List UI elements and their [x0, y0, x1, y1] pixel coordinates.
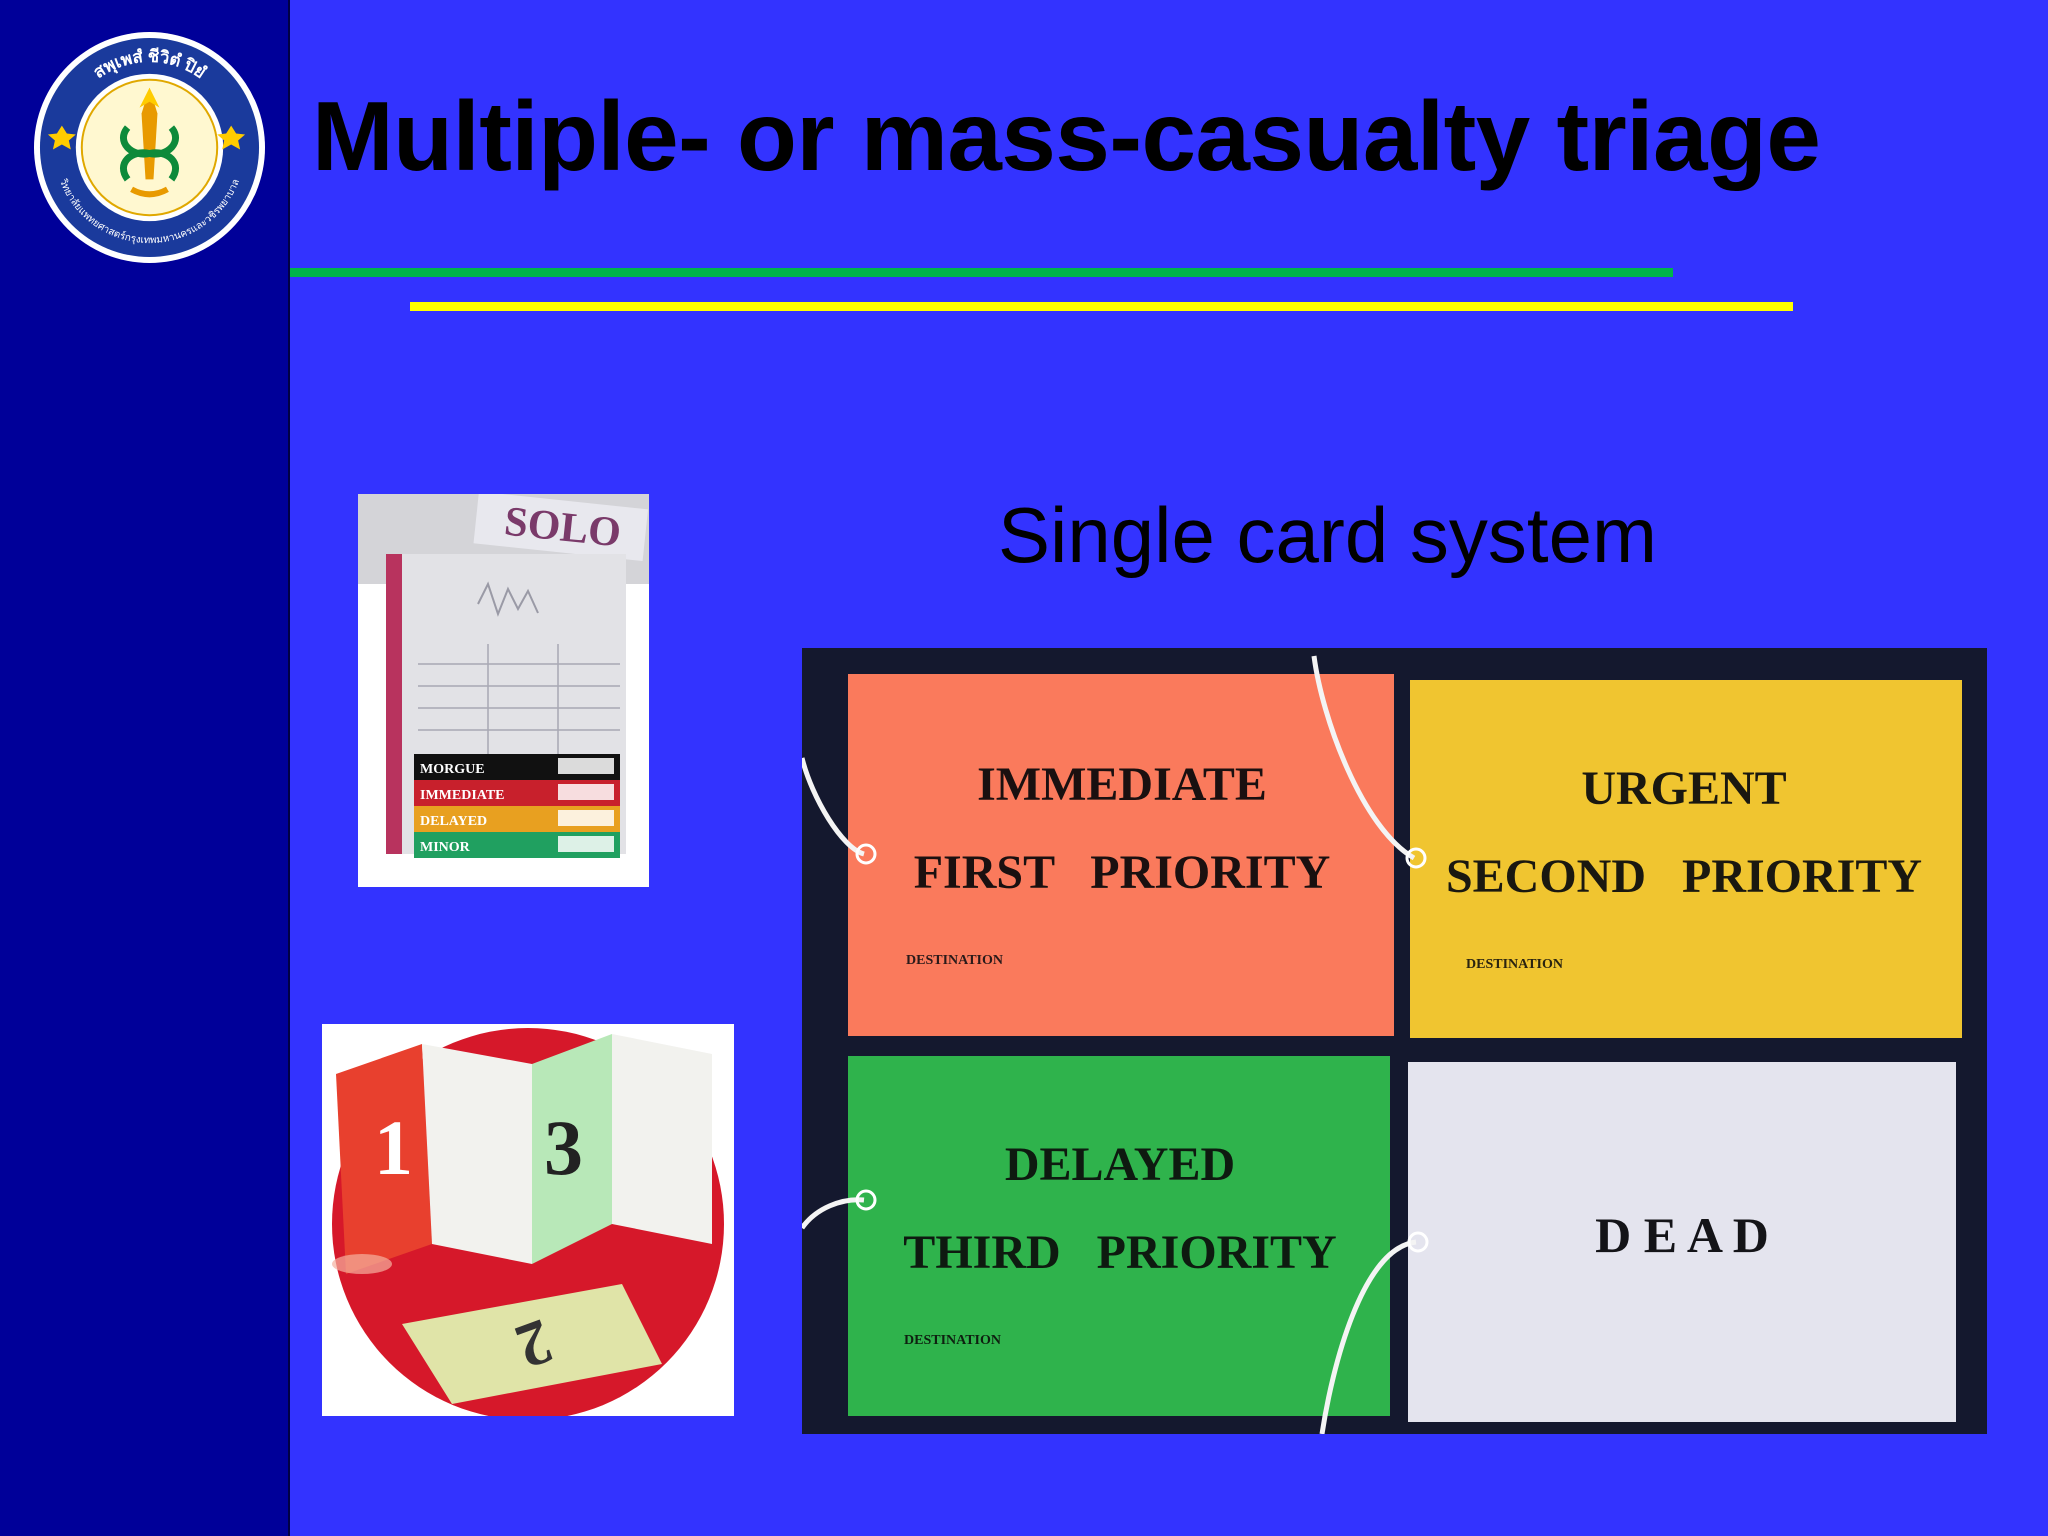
band-delayed-label: DELAYED	[420, 814, 487, 829]
band-minor-label: MINOR	[420, 840, 471, 855]
star-icon	[47, 125, 246, 150]
card-delayed-line1: DELAYED	[1005, 1138, 1235, 1191]
folded-triage-card-photo: 1 3 2	[322, 1024, 734, 1416]
slide-title: Multiple- or mass-casualty triage	[312, 81, 1821, 191]
card-urgent-line1: URGENT	[1581, 762, 1786, 815]
card-delayed: DELAYED THIRD PRIORITY DESTINATION	[848, 1056, 1390, 1416]
card-immediate: IMMEDIATE FIRST PRIORITY DESTINATION	[848, 674, 1394, 1036]
triage-cards-photo: IMMEDIATE FIRST PRIORITY DESTINATION URG…	[802, 648, 1987, 1434]
green-divider	[290, 268, 1673, 277]
panel-1-number: 1	[374, 1104, 413, 1191]
card-eyelets	[855, 843, 1429, 1253]
slide-subtitle: Single card system	[998, 491, 1657, 579]
sidebar: สพุเพสํ ชีวิตํ ปิยํ วิทยาลัยแพทยศาสตร์กร…	[0, 0, 290, 1536]
college-seal-logo: สพุเพสํ ชีวิตํ ปิยํ วิทยาลัยแพทยศาสตร์กร…	[33, 31, 266, 264]
card-immediate-destination: DESTINATION	[906, 953, 1003, 968]
card-urgent-line2: SECOND PRIORITY	[1446, 850, 1922, 903]
panel-1	[336, 1044, 432, 1274]
band-immediate-label: IMMEDIATE	[420, 788, 505, 803]
card-urgent: URGENT SECOND PRIORITY DESTINATION	[1410, 680, 1962, 1038]
card-dead-label: D E A D	[1595, 1207, 1769, 1263]
card-immediate-line1: IMMEDIATE	[977, 758, 1267, 811]
yellow-divider	[410, 302, 1793, 311]
card-delayed-line2: THIRD PRIORITY	[903, 1226, 1336, 1279]
card-immediate-line2: FIRST PRIORITY	[914, 846, 1331, 899]
card-urgent-destination: DESTINATION	[1466, 957, 1563, 972]
solo-triage-card-photo: SOLO MORGUE IMMEDIATE DELAYED MINOR	[358, 494, 649, 887]
panel-3-number: 3	[544, 1104, 583, 1191]
caduceus-emblem-icon	[120, 87, 179, 198]
panel-2	[402, 1284, 662, 1404]
card-dead: D E A D	[1408, 1062, 1956, 1422]
band-morgue-label: MORGUE	[420, 762, 485, 777]
panel-3	[532, 1034, 612, 1264]
card-delayed-destination: DESTINATION	[904, 1333, 1001, 1348]
